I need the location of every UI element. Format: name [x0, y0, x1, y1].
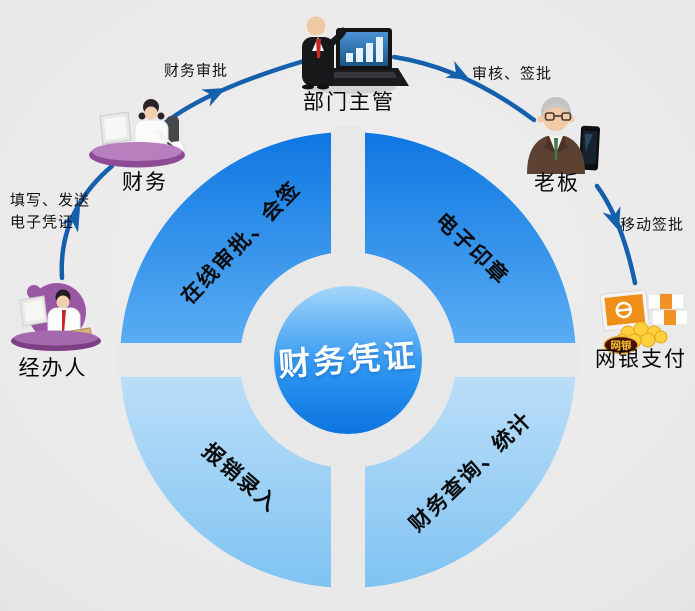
flow-arrowheads: [61, 60, 621, 233]
flow-label-fill-send-line1: 填写、发送: [10, 192, 91, 209]
flow-label-mobile-sign: 移动签批: [619, 216, 685, 234]
center-title: 财务凭证: [277, 337, 420, 383]
center-circle: [274, 286, 422, 434]
flow-label-finance-approve: 财务审批: [163, 62, 229, 80]
flow-label-fill-send-line2: 电子凭证: [10, 214, 75, 231]
finance-label: 财务: [122, 171, 168, 194]
handler-icon: [11, 283, 101, 351]
ebank-label: 网银支付: [595, 348, 687, 371]
manager-icon: [302, 16, 409, 94]
ebank-icon: 网银: [599, 289, 689, 355]
finance-icon: [89, 99, 186, 168]
arrow-boss-to-ebank: [594, 183, 638, 286]
boss-icon: [527, 97, 600, 174]
handler-label: 经办人: [18, 357, 88, 380]
quadrant-bottom-right: [348, 360, 576, 588]
quadrant-bottom-left: [120, 360, 348, 588]
quadrant-top-left: [120, 132, 348, 360]
quadrant-top-right: [348, 132, 576, 360]
ebank-badge: 网银: [611, 339, 632, 352]
manager-label: 部门主管: [303, 91, 395, 114]
flow-label-fill-send: 填写、发送 电子凭证: [10, 190, 90, 234]
boss-label: 老板: [534, 172, 580, 195]
flow-label-review-sign: 审核、签批: [471, 65, 553, 83]
